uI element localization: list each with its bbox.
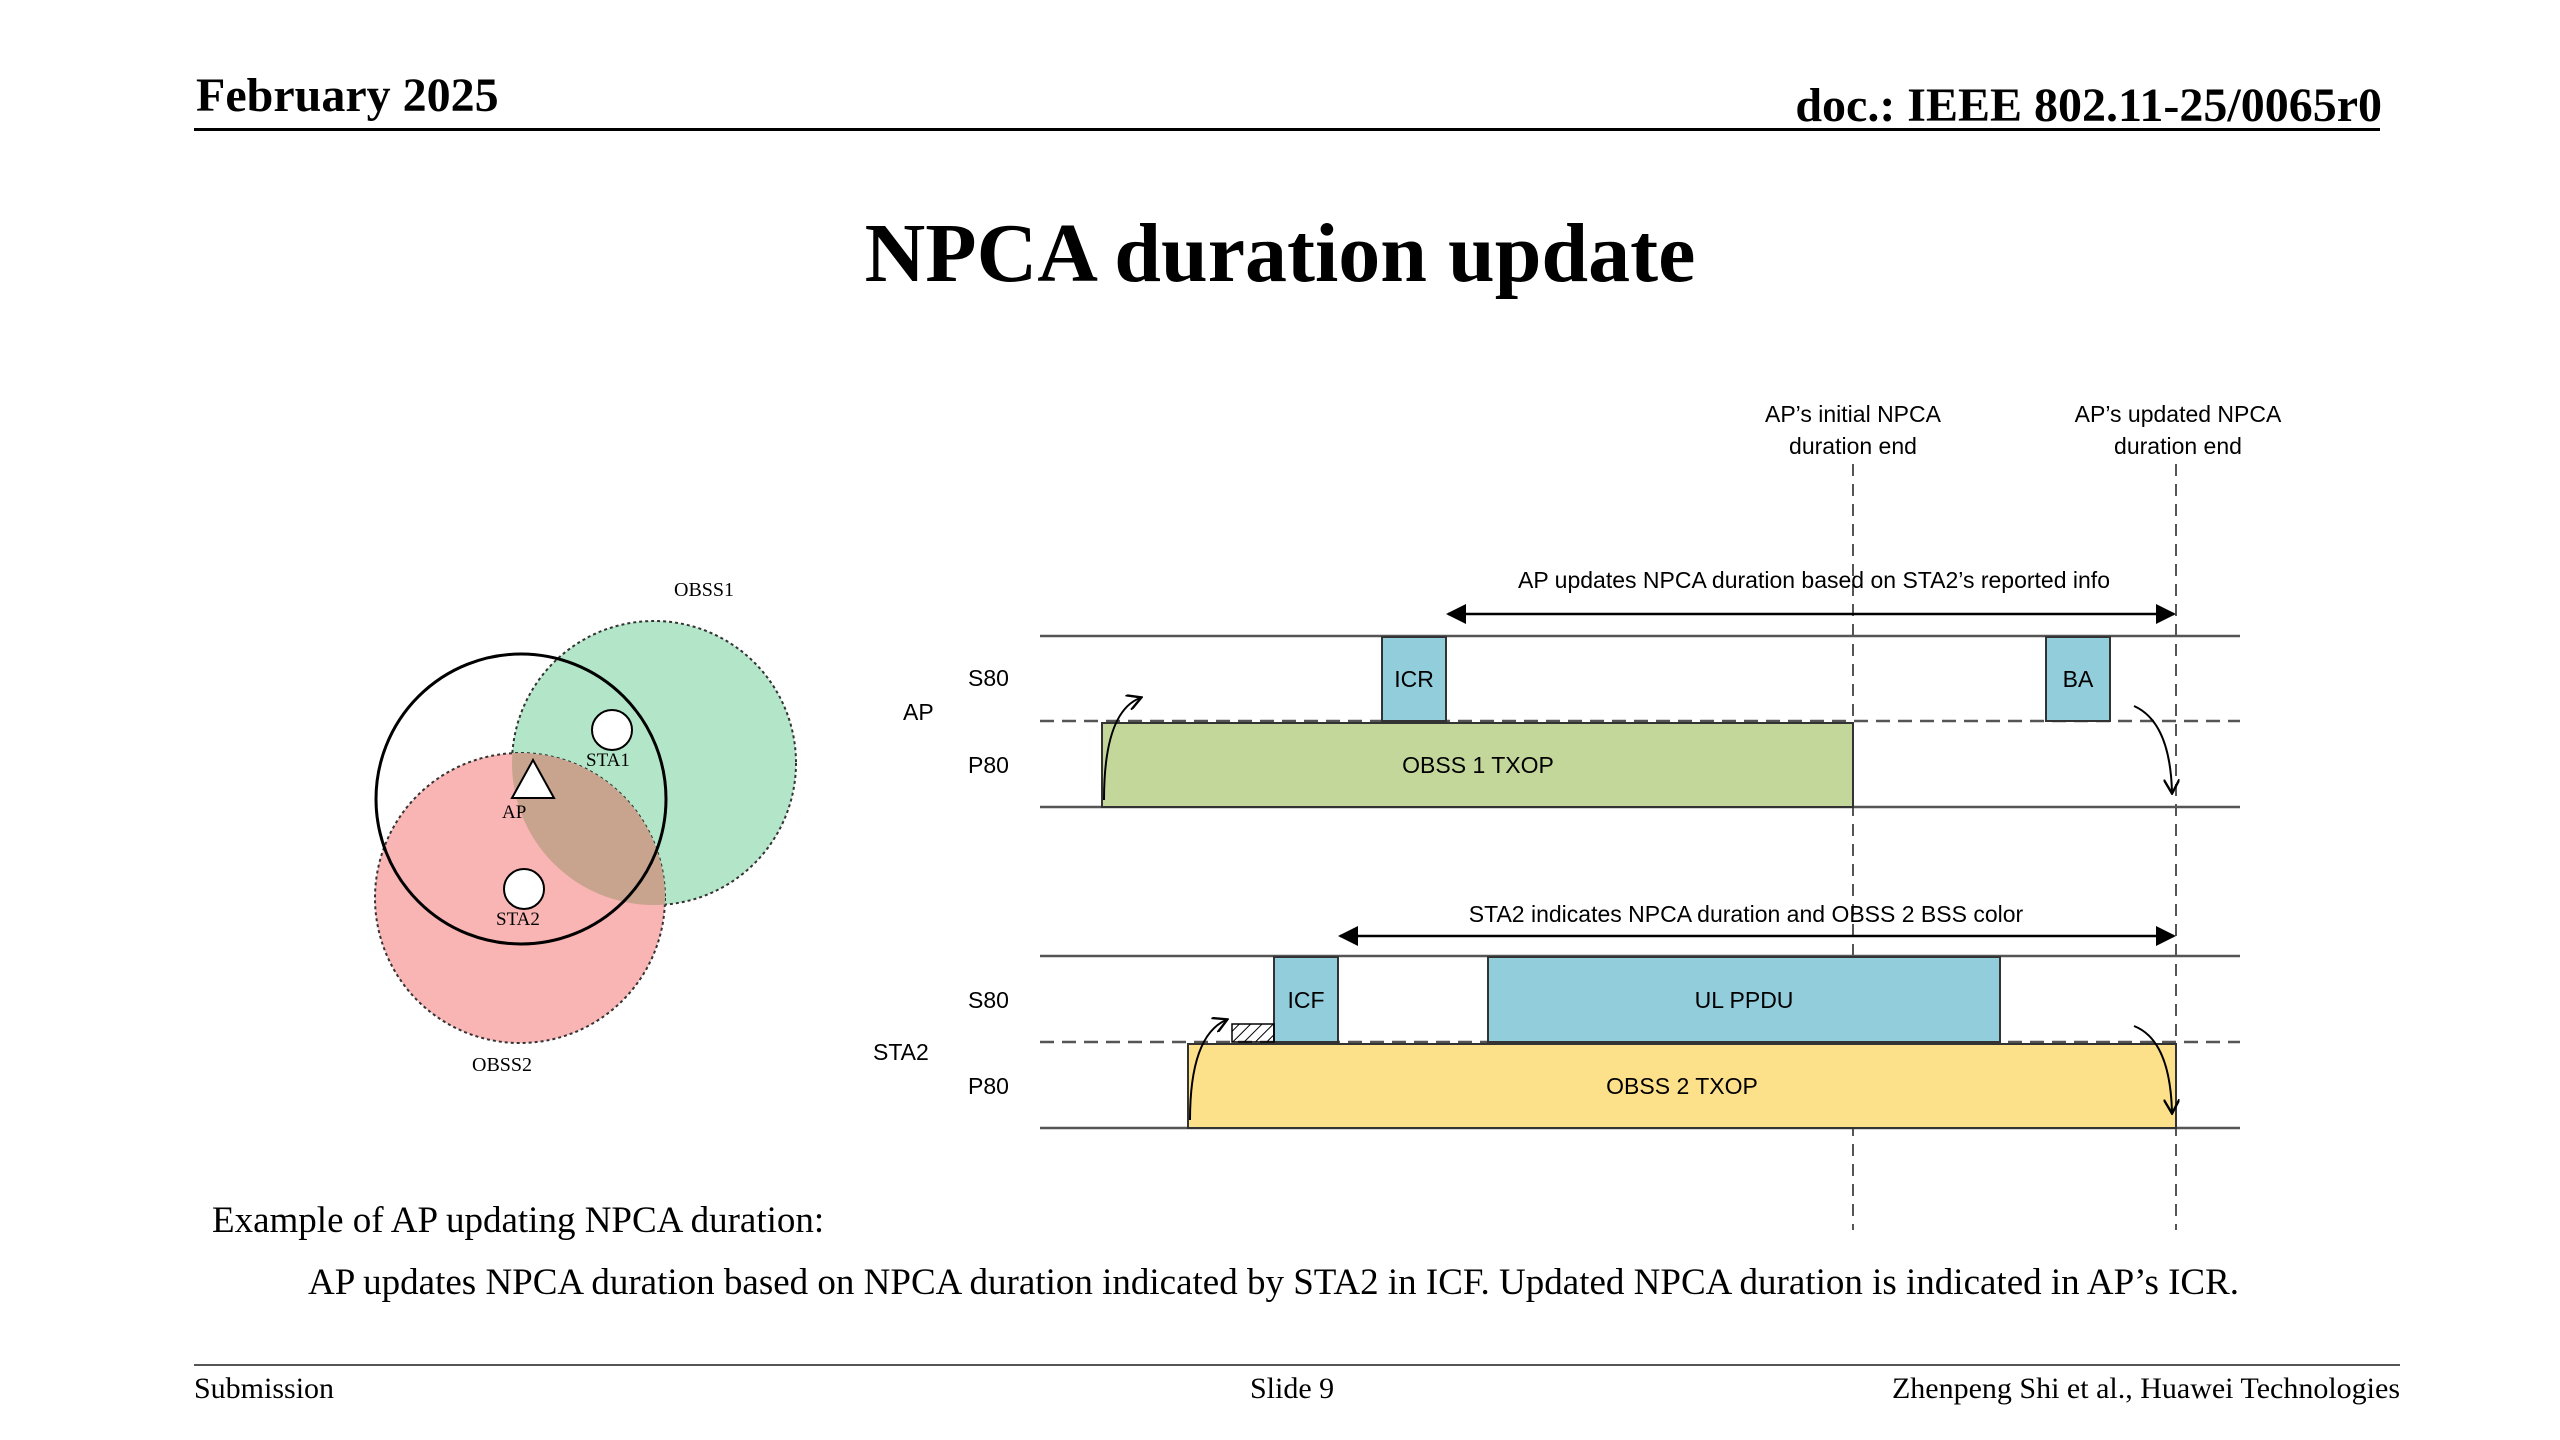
ap-row-label: AP <box>903 699 934 725</box>
ul-ppdu-label: UL PPDU <box>1695 987 1794 1013</box>
sta2-p80-label: P80 <box>968 1073 1009 1099</box>
icf-label: ICF <box>1287 987 1324 1013</box>
caption-line-1: Example of AP updating NPCA duration: <box>212 1200 825 1241</box>
footer-rule <box>194 1364 2400 1366</box>
ul-ppdu-block <box>1487 956 2001 1043</box>
sta1-label: STA1 <box>586 750 630 771</box>
footer-submission: Submission <box>194 1372 335 1405</box>
ap-triangle-icon <box>510 757 556 799</box>
initial-marker-label-1: AP’s initial NPCA <box>1765 401 1942 427</box>
ap-switch-up-arrow <box>1103 698 1140 801</box>
sta2-row-label: STA2 <box>873 1039 929 1065</box>
sta2-label: STA2 <box>496 909 540 930</box>
obss2-txop-label: OBSS 2 TXOP <box>1606 1073 1758 1099</box>
ap-p80-label: P80 <box>968 752 1009 778</box>
ap-coverage-circle <box>374 652 668 946</box>
header-doc-id: doc.: IEEE 802.11-25/0065r0 <box>1795 79 2382 132</box>
icf-block <box>1273 956 1339 1043</box>
ba-block <box>2045 636 2111 722</box>
slide-title: NPCA duration update <box>864 207 1696 300</box>
sta2-s80-label: S80 <box>968 987 1009 1013</box>
icr-label: ICR <box>1394 666 1434 692</box>
sta2-switch-up-arrow <box>1189 1020 1226 1121</box>
caption-line-2: AP updates NPCA duration based on NPCA d… <box>308 1262 2240 1303</box>
ap-s80-label: S80 <box>968 665 1009 691</box>
ap-span-label: AP updates NPCA duration based on STA2’s… <box>1518 567 2110 593</box>
updated-marker-label-1: AP’s updated NPCA <box>2075 401 2282 427</box>
icr-block <box>1381 636 1447 722</box>
icf-padding-hatch <box>1231 1023 1275 1043</box>
venn-diagram: OBSS1 OBSS2 AP STA1 STA2 <box>374 579 797 1076</box>
ap-switch-down-arrow <box>2133 705 2172 792</box>
sta2-switch-down-arrow <box>2133 1025 2172 1112</box>
obss1-label: OBSS1 <box>674 579 734 601</box>
obss2-label: OBSS2 <box>472 1054 532 1076</box>
sta2-node-icon <box>503 868 545 910</box>
ap-label: AP <box>502 802 526 823</box>
header-date: February 2025 <box>196 69 499 122</box>
sta1-node-icon <box>591 709 633 751</box>
updated-marker-label-2: duration end <box>2114 433 2242 459</box>
footer-authors: Zhenpeng Shi et al., Huawei Technologies <box>1891 1372 2400 1405</box>
header-rule <box>194 128 2380 131</box>
initial-marker-label-2: duration end <box>1789 433 1917 459</box>
footer-slide-number: Slide 9 <box>1250 1372 1335 1405</box>
obss2-txop-block <box>1187 1043 2177 1129</box>
sta2-span-label: STA2 indicates NPCA duration and OBSS 2 … <box>1469 901 2024 927</box>
ba-label: BA <box>2063 666 2094 692</box>
obss1-txop-block <box>1101 722 1854 808</box>
timeline-diagram: AP’s initial NPCA duration end AP’s upda… <box>873 401 2282 1230</box>
obss1-txop-label: OBSS 1 TXOP <box>1402 752 1554 778</box>
